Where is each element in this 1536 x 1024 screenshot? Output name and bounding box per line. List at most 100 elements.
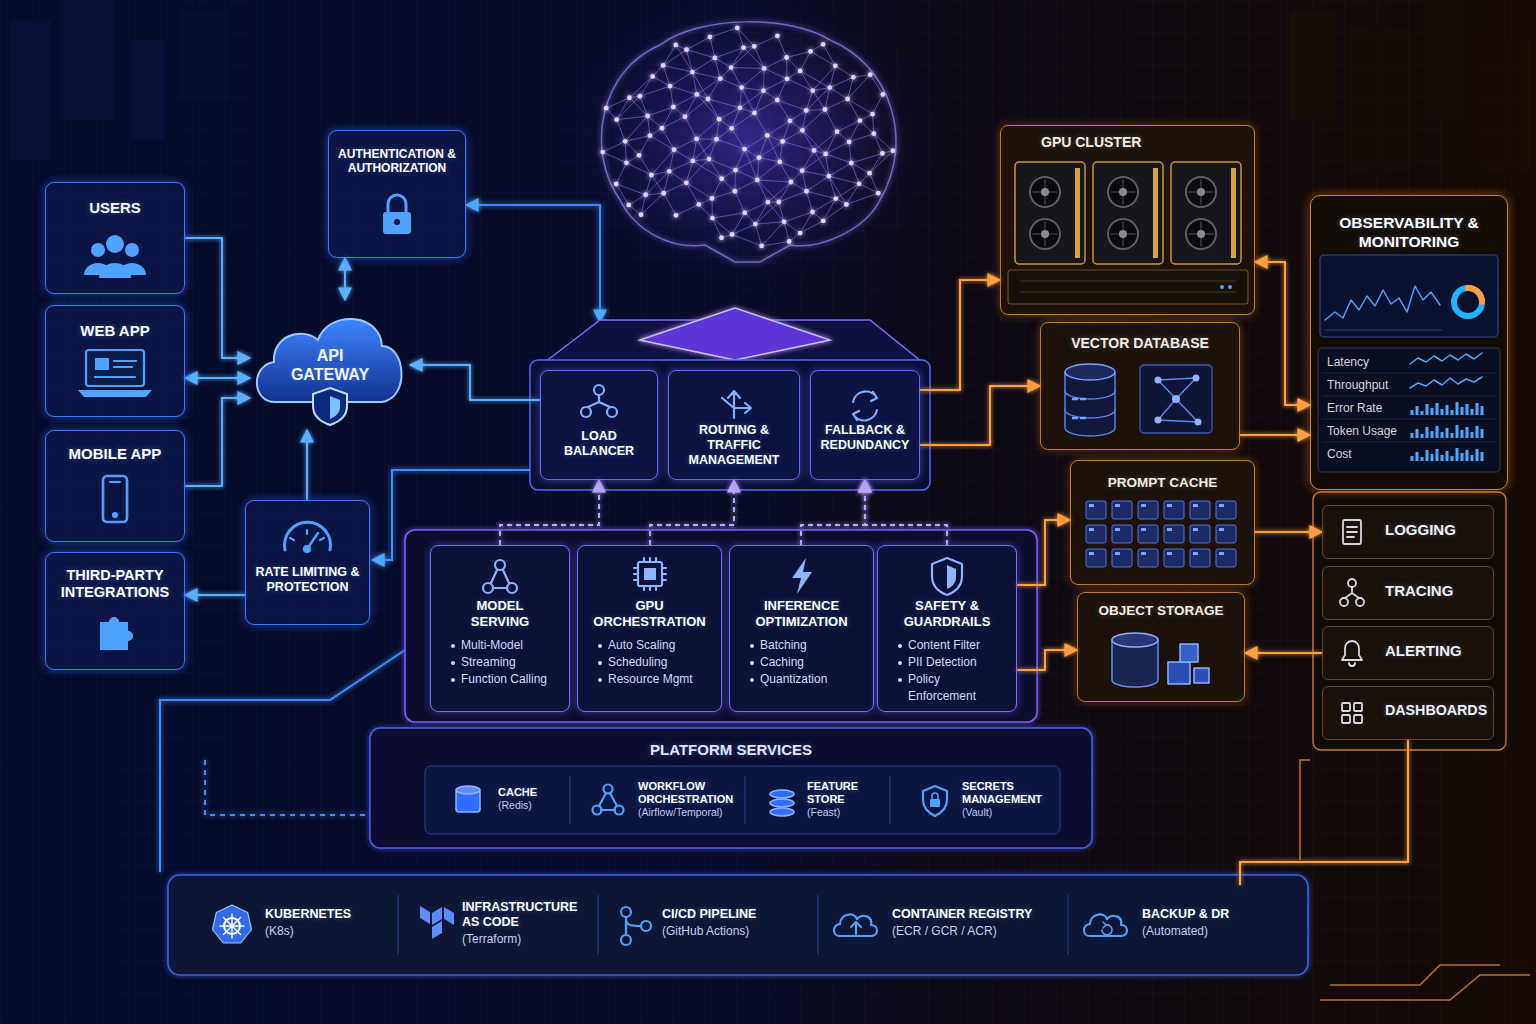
connector — [1017, 650, 1077, 670]
brain-network — [663, 65, 692, 72]
workflow-icon — [604, 785, 613, 794]
bullet-item: Caching — [750, 654, 804, 671]
service-box: MODEL SERVINGMulti-ModelStreamingFunctio… — [430, 545, 570, 712]
brain-network — [604, 106, 609, 111]
brain-network — [763, 68, 765, 90]
light-beam — [689, 240, 691, 330]
brain-network — [800, 71, 813, 91]
stage-platform — [370, 728, 1092, 848]
box-fill — [1322, 566, 1494, 620]
connector — [801, 480, 865, 545]
brain-network — [742, 88, 764, 91]
backup-icon — [1084, 914, 1127, 936]
brain-network — [800, 71, 830, 88]
brain-network — [639, 155, 651, 175]
brain-network — [779, 202, 784, 222]
client-box: THIRD-PARTY INTEGRATIONS — [45, 552, 185, 670]
brain-network — [779, 191, 807, 202]
vector-graph — [1195, 419, 1202, 426]
connector — [185, 377, 250, 379]
shield-icon — [947, 565, 956, 589]
brain-network — [775, 33, 780, 38]
log-icon — [1343, 520, 1361, 544]
metric-label: Latency — [1327, 351, 1369, 374]
bell-icon — [1342, 641, 1362, 660]
grid-icon — [1342, 703, 1350, 711]
brain-network — [752, 44, 757, 49]
chip-icon — [638, 562, 662, 586]
shield-icon — [932, 558, 962, 595]
bullet-item: Policy Enforcement — [898, 671, 1010, 705]
skyline — [1350, 30, 1410, 170]
brain-network — [719, 176, 724, 181]
bullet-item: Scheduling — [598, 654, 667, 671]
brain-network — [697, 79, 720, 95]
brain-network — [672, 147, 677, 152]
routing-icon — [722, 391, 751, 418]
brain-network — [858, 118, 863, 123]
brain-network — [762, 66, 767, 71]
brain-network — [880, 151, 885, 156]
connector-group — [185, 238, 1408, 885]
brain-network — [738, 105, 743, 110]
connector — [500, 480, 599, 545]
brain-network — [871, 131, 876, 136]
routing-box: ROUTING & TRAFFIC MANAGEMENT — [668, 370, 800, 480]
brain-network — [617, 120, 626, 142]
stage-platform — [570, 776, 890, 824]
brain-network — [716, 139, 744, 149]
phone-icon — [110, 481, 120, 483]
monitoring-item: LOGGING — [1322, 505, 1494, 559]
brain-network — [684, 47, 689, 52]
gpu-card — [1075, 168, 1080, 258]
brain-network — [735, 180, 757, 191]
brain-network — [761, 88, 766, 93]
brain-network — [629, 98, 647, 116]
brain-network — [614, 117, 619, 122]
brain-network — [802, 154, 825, 171]
users-icon — [99, 263, 131, 278]
brain-network — [800, 221, 823, 233]
users-icon — [125, 243, 139, 257]
brain-network — [754, 46, 764, 68]
brain-network — [600, 150, 605, 155]
chip-icon — [634, 558, 666, 590]
monitoring-chart — [1468, 288, 1482, 302]
brain-network — [601, 22, 896, 262]
vector-graph — [1140, 365, 1212, 433]
bullet-item: Quantization — [750, 671, 827, 688]
brain-network — [859, 184, 878, 193]
box-title: MODEL SERVING — [448, 598, 552, 629]
brain-network — [788, 118, 793, 123]
vector-graph — [1155, 417, 1162, 424]
brain-network — [829, 176, 846, 204]
load-balancer-icon — [581, 407, 591, 417]
brain-network — [640, 96, 648, 116]
puzzle-icon — [100, 617, 133, 650]
pipeline-icon — [626, 917, 641, 935]
box-fill — [1322, 686, 1494, 740]
brain-network — [757, 162, 780, 180]
bullet-item: Batching — [750, 637, 807, 654]
stage-platform — [640, 308, 830, 360]
load-balancer-icon — [607, 407, 617, 417]
gpu-card — [1111, 180, 1135, 246]
brain-network — [829, 163, 851, 176]
brain-network — [829, 176, 836, 198]
brain-network — [759, 158, 780, 162]
skyline — [130, 40, 165, 140]
brain-network — [777, 79, 787, 100]
brain-network — [624, 160, 629, 165]
brain-network — [833, 63, 838, 68]
brain-network — [802, 171, 829, 176]
brain-network — [617, 116, 648, 120]
gpu-card — [1119, 230, 1127, 238]
routing-icon — [722, 391, 751, 418]
brain-network — [823, 204, 846, 220]
trace-icon — [1345, 587, 1359, 598]
brain-network — [685, 99, 708, 117]
brain-network — [648, 133, 653, 138]
brain-network — [696, 202, 701, 207]
brain-network — [765, 200, 770, 205]
monitoring-chart — [1454, 288, 1482, 316]
